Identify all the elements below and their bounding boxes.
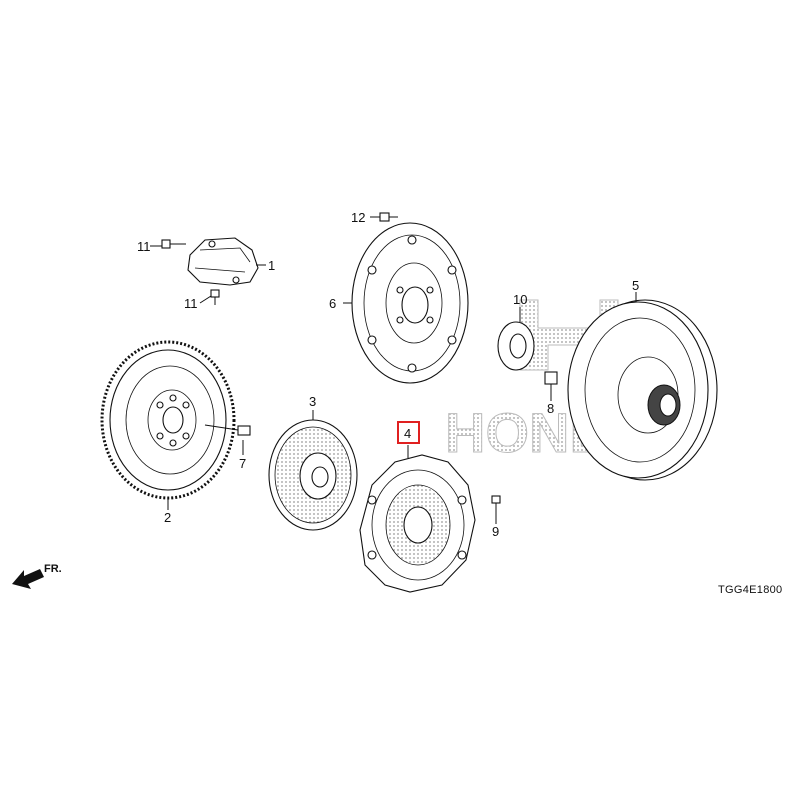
callouts: 11 11 1 2 7 3 6 12 10 8 9 5 4: [137, 210, 639, 539]
part-11-bolt-upper: [161, 239, 186, 249]
callout-3: 3: [309, 394, 316, 409]
callout-2: 2: [164, 510, 171, 525]
part-6-drive-plate: [351, 222, 469, 384]
part-10-shim: [497, 321, 535, 371]
callout-12: 12: [351, 210, 365, 225]
part-9-bolt: [491, 495, 501, 515]
front-arrow-icon: [12, 569, 44, 589]
part-8-bolt: [544, 371, 558, 392]
callout-6: 6: [329, 296, 336, 311]
part-2-flywheel: [100, 340, 236, 500]
part-11-bolt-lower: [210, 289, 220, 305]
callout-7: 7: [239, 456, 246, 471]
callout-11-lower: 11: [184, 296, 198, 311]
callout-4-highlight-box[interactable]: [397, 421, 420, 444]
callout-11-upper: 11: [137, 239, 151, 254]
part-4-pressure-plate: [359, 454, 476, 593]
part-3-clutch-disc: [268, 419, 358, 531]
callout-1: 1: [268, 258, 275, 273]
diagram-code: TGG4E1800: [718, 584, 782, 596]
callout-8: 8: [547, 401, 554, 416]
front-label: FR.: [44, 563, 62, 575]
part-7-bolt: [204, 424, 251, 436]
part-12-bolt: [379, 212, 398, 222]
part-1-cover: [187, 237, 259, 286]
callout-5: 5: [632, 278, 639, 293]
callout-9: 9: [492, 524, 499, 539]
callout-10: 10: [513, 292, 527, 307]
front-direction-indicator: FR.: [12, 563, 62, 589]
callout-4: 4: [404, 426, 411, 441]
leader-lines: [150, 216, 637, 524]
part-5-torque-converter: [567, 299, 718, 481]
